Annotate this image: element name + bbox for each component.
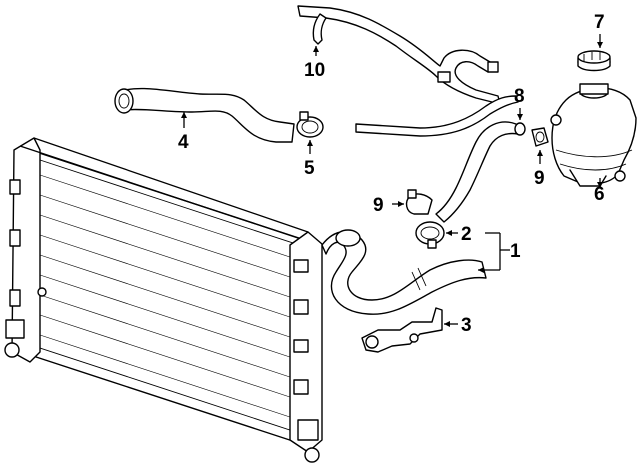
reservoir-cap [577,50,611,72]
callout-labels: 1 2 3 4 5 6 7 8 9 9 10 [178,12,605,336]
radiator [4,137,323,463]
callout-7: 7 [594,12,605,33]
callout-9-upper: 9 [534,168,545,189]
callout-10: 10 [304,60,325,81]
upper-radiator-hose [114,87,295,143]
coolant-reservoir [550,83,637,187]
callout-5: 5 [304,158,315,179]
lower-radiator-hose [321,229,487,315]
degas-hose [297,5,501,105]
hose-clamp-5 [296,111,324,138]
callout-6: 6 [594,184,605,205]
callout-1: 1 [510,241,521,262]
hose-clamp-2 [415,221,445,249]
overflow-hose [355,95,519,137]
callout-8: 8 [514,86,525,107]
hose-bracket [361,307,443,353]
callout-2: 2 [461,224,472,245]
hose-clamp-9-upper [531,127,549,147]
hose-clamp-9-lower [405,189,433,215]
callout-leader-lines [181,34,603,327]
callout-4: 4 [178,132,189,153]
heater-hose [435,121,526,223]
callout-9-lower: 9 [373,195,384,216]
callout-3: 3 [461,315,472,336]
